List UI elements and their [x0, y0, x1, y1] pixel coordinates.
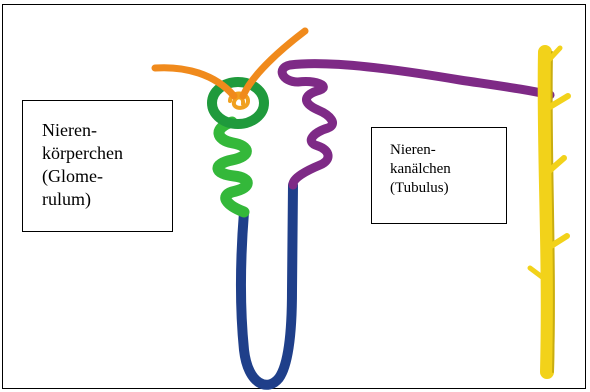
renal-tubule-label-line: Nieren- [390, 141, 506, 160]
renal-corpuscle-label-line: rulum) [42, 188, 172, 211]
renal-tubule-label-line: (Tubulus) [390, 179, 506, 198]
renal-corpuscle-label-line: körperchen [42, 142, 172, 165]
loop-of-henle [241, 185, 293, 385]
collecting-duct [545, 52, 548, 372]
glomerulus-capsule [212, 82, 264, 124]
proximal-tubule [218, 122, 247, 212]
renal-tubule-label-box: Nieren- kanälchen (Tubulus) [371, 127, 507, 224]
renal-corpuscle-label-box: Nieren- körperchen (Glome- rulum) [22, 100, 173, 232]
renal-corpuscle-label-line: (Glome- [42, 165, 172, 188]
renal-tubule-label-line: kanälchen [390, 160, 506, 179]
renal-corpuscle-label-line: Nieren- [42, 119, 172, 142]
